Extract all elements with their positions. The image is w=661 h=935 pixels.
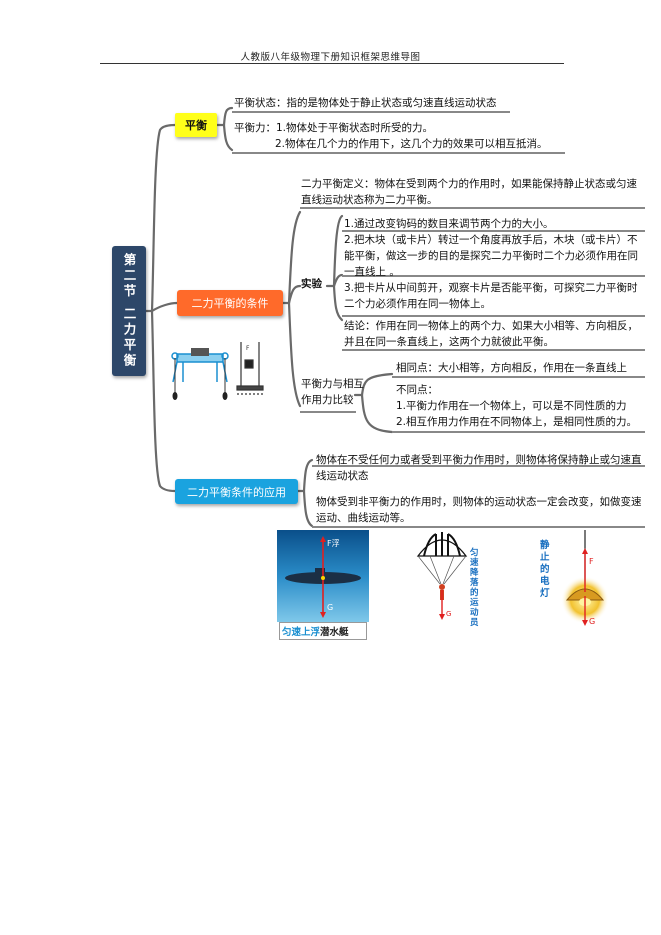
submarine-buoyancy-label: F浮 <box>327 538 340 548</box>
submarine-illustration: F浮 G <box>277 530 369 622</box>
page-header-title: 人教版八年级物理下册知识框架思维导图 <box>240 52 421 63</box>
conditions-definition-text: 二力平衡定义：物体在受到两个力的作用时，如果能保持静止状态或匀速直线运动状态称为… <box>301 178 637 206</box>
application-item-2: 物体受到非平衡力的作用时，则物体的运动状态一定会改变，如做变速运动、曲线运动等。 <box>316 496 642 524</box>
experiment-apparatus-illustration: F <box>171 342 265 400</box>
balance-force-line2: 2.物体在几个力的作用下，这几个力的效果可以相互抵消。 <box>275 138 548 150</box>
submarine-caption: 匀速上浮潜水艇 <box>279 622 367 640</box>
parachute-caption: 匀速降落的运动员 <box>470 548 479 628</box>
experiment-label: 实验 <box>301 278 322 290</box>
lamp-gravity-label: G <box>589 617 595 626</box>
application-item-1: 物体在不受任何力或者受到平衡力作用时，则物体将保持静止或匀速直线运动状态 <box>316 454 642 482</box>
branch-conditions-node: 二力平衡的条件 <box>177 290 283 316</box>
parachute-figure: G 匀速降落的运动员 <box>414 530 484 628</box>
compare-diff-title: 不同点： <box>396 384 438 396</box>
compare-same-text: 相同点：大小相等，方向相反，作用在一条直线上 <box>396 362 627 374</box>
experiment-conclusion: 结论：作用在同一物体上的两个力、如果大小相等、方向相反，并且在同一条直线上，这两… <box>344 320 638 348</box>
experiment-step-3: 3.把卡片从中间剪开，观察卡片是否能平衡，可探究二力平衡时二个力必须作用在同一物… <box>344 282 638 310</box>
submarine-caption-a: 匀速上浮 <box>282 627 321 638</box>
header-divider <box>100 63 564 64</box>
experiment-step-1: 1.通过改变钩码的数目来调节两个力的大小。 <box>344 218 554 230</box>
balance-force-line1: 平衡力：1.物体处于平衡状态时所受的力。 <box>234 122 434 134</box>
balance-state-text: 平衡状态：指的是物体处于静止状态或匀速直线运动状态 <box>234 97 497 109</box>
root-node: 第二节 二力平衡 <box>112 246 146 376</box>
experiment-step-2: 2.把木块（或卡片）转过一个角度再放手后，木块（或卡片）不能平衡，做这一步的目的… <box>344 234 638 278</box>
submarine-gravity-label: G <box>327 603 333 612</box>
compare-label: 平衡力与相互作用力比较 <box>301 378 364 406</box>
root-label: 第二节 二力平衡 <box>121 253 137 369</box>
submarine-caption-b: 潜水艇 <box>320 627 349 638</box>
lamp-figure: 静止的电灯 F G <box>537 530 617 630</box>
submarine-figure: F浮 G 匀速上浮潜水艇 <box>277 530 369 640</box>
parachute-gravity-label: G <box>446 610 451 618</box>
lamp-illustration: F G <box>561 530 609 626</box>
parachute-illustration: G <box>416 532 468 620</box>
svg-text:F: F <box>246 345 250 352</box>
compare-diff-1: 1.平衡力作用在一个物体上，可以是不同性质的力 <box>396 400 627 412</box>
lamp-tension-label: F <box>589 557 594 566</box>
compare-diff-2: 2.相互作用力作用在不同物体上，是相同性质的力。 <box>396 416 638 428</box>
lamp-caption: 静止的电灯 <box>540 540 550 599</box>
branch-application-node: 二力平衡条件的应用 <box>175 479 298 504</box>
branch-balance-node: 平衡 <box>175 113 217 137</box>
